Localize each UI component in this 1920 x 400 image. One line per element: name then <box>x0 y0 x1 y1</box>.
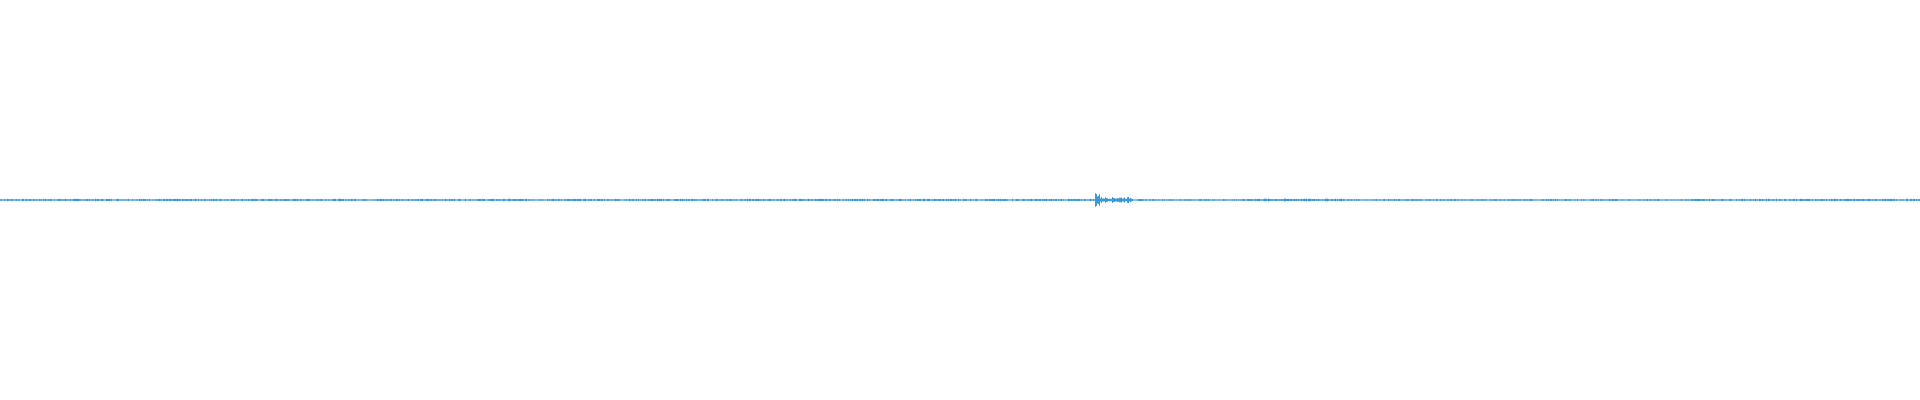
waveform-bars <box>0 193 1920 207</box>
waveform-amplitude <box>0 193 1920 207</box>
